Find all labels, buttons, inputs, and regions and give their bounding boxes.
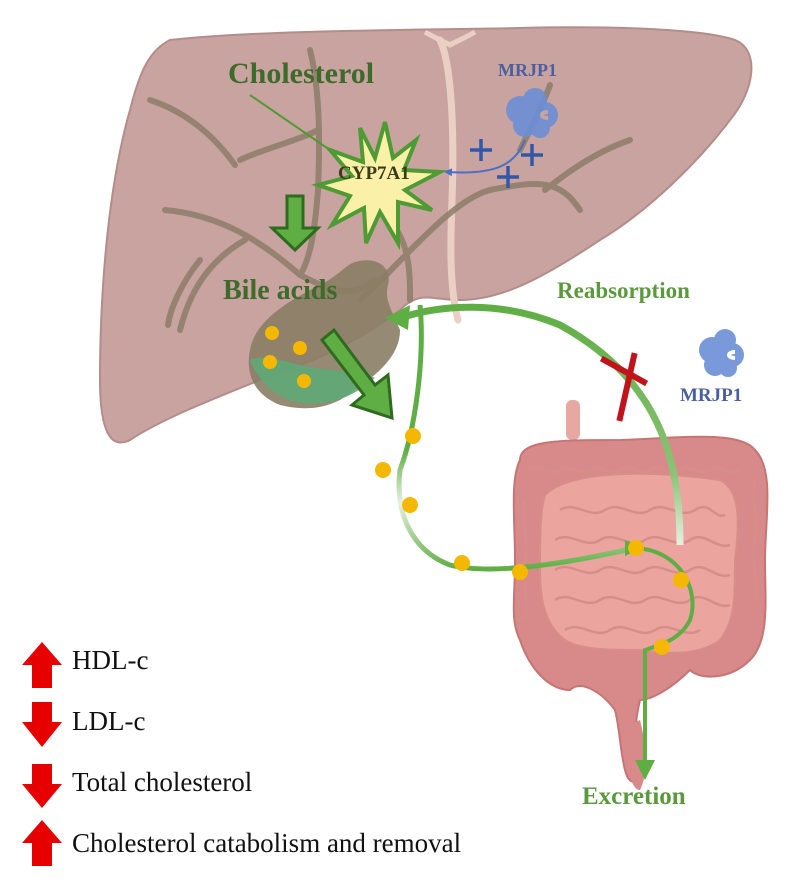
legend-item-total-cholesterol: Total cholesterol	[22, 767, 252, 798]
bile-acids-label: Bile acids	[223, 275, 338, 306]
gallbladder-to-intestine-arrow	[319, 327, 394, 421]
bile-acid-dot	[512, 564, 528, 580]
bile-acid-dot	[402, 497, 418, 513]
legend-item-catabolism: Cholesterol catabolism and removal	[22, 828, 461, 859]
inhibition-x-icon	[599, 352, 649, 422]
mrjp1-protein-icon	[506, 88, 558, 138]
cholesterol-label: Cholesterol	[228, 57, 375, 90]
down-arrow-icon	[22, 702, 62, 747]
reabsorption-arrowhead	[385, 305, 410, 330]
bile-acid-dots-path	[375, 428, 689, 655]
legend-text: LDL-c	[72, 706, 146, 736]
excretion-label: Excretion	[582, 783, 686, 810]
bile-acid-dot	[265, 326, 279, 340]
bile-acid-dot	[405, 428, 421, 444]
up-arrow-icon	[22, 820, 62, 866]
legend-item-ldl: LDL-c	[22, 706, 145, 737]
legend-arrows	[22, 642, 62, 866]
intestine	[512, 400, 769, 790]
mrjp1-liver-label: MRJP1	[498, 60, 557, 80]
bile-acid-dot	[263, 355, 277, 369]
legend-item-hdl: HDL-c	[22, 645, 148, 676]
reabsorption-arrow	[398, 303, 684, 546]
reabsorption-label: Reabsorption	[557, 278, 690, 303]
legend-text: Cholesterol catabolism and removal	[72, 828, 462, 858]
cyp7a1-label: CYP7A1	[338, 163, 410, 184]
bile-acid-dot	[293, 341, 307, 355]
plus-icons	[470, 139, 543, 188]
bile-acid-dot	[297, 374, 311, 388]
legend-text: HDL-c	[72, 645, 149, 675]
legend-text: Total cholesterol	[72, 767, 253, 797]
bile-acid-dot	[654, 639, 670, 655]
activation-arrow	[444, 139, 526, 177]
mrjp1-protein-icon	[699, 329, 744, 377]
mrjp1-gut-label: MRJP1	[680, 385, 743, 406]
starburst-line	[249, 94, 331, 151]
cholesterol-to-bile-arrow	[268, 194, 322, 253]
bile-acid-dot	[375, 462, 391, 478]
bile-flow-path	[396, 304, 636, 572]
cyp7a1-starburst	[311, 121, 448, 251]
bile-acid-dot	[454, 555, 470, 571]
down-arrow-icon	[22, 764, 62, 808]
bile-acid-dot	[628, 540, 644, 556]
bile-acid-dot	[673, 572, 689, 588]
up-arrow-icon	[22, 642, 62, 688]
